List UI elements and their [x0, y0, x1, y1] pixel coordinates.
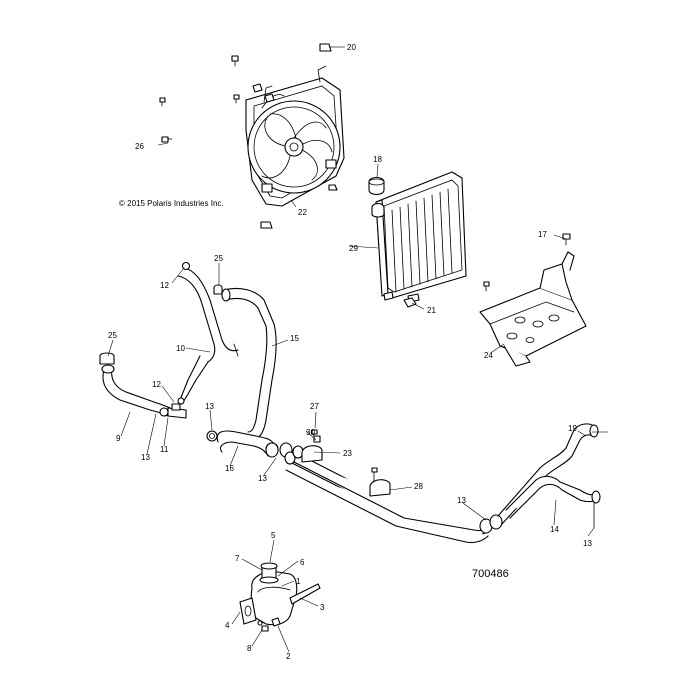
hose-10: [177, 267, 239, 405]
callout-13-center: 13: [258, 474, 267, 483]
callout-2: 2: [286, 652, 291, 661]
callout-numbers: 20 26 22 18 17 29 21 24 25 12 10 15 25 1…: [108, 43, 592, 661]
coolant-reservoir: [239, 562, 321, 632]
callout-13-mid: 13: [205, 402, 214, 411]
callout-29: 29: [349, 244, 358, 253]
radiator-cap: [368, 176, 385, 218]
callout-27: 27: [310, 402, 319, 411]
hose-9: [99, 352, 171, 417]
callout-5: 5: [271, 531, 276, 540]
callout-12-lower: 12: [152, 380, 161, 389]
radiator: [375, 171, 467, 303]
mounting-bracket: [479, 251, 587, 367]
callout-24: 24: [484, 351, 493, 360]
callout-26: 26: [135, 142, 144, 151]
callout-7: 7: [235, 554, 240, 563]
callout-13-right: 13: [457, 496, 466, 505]
callout-17: 17: [538, 230, 547, 239]
callout-16: 16: [225, 464, 234, 473]
callout-25-lower: 25: [108, 331, 117, 340]
hose-16: [206, 430, 279, 457]
tee-fitting-11: [159, 397, 187, 419]
callout-14: 14: [550, 525, 559, 534]
callout-8: 8: [247, 644, 252, 653]
callout-10: 10: [176, 344, 185, 353]
fan-shroud-assembly: [245, 65, 345, 207]
callout-28: 28: [414, 482, 423, 491]
callout-13-left: 13: [141, 453, 150, 462]
callout-23: 23: [343, 449, 352, 458]
hose-15: [221, 287, 277, 441]
callout-9: 9: [116, 434, 121, 443]
hose-14-19: [497, 423, 601, 529]
callout-20: 20: [347, 43, 356, 52]
callout-12-upper: 12: [160, 281, 169, 290]
shroud-fasteners: [159, 43, 338, 229]
callout-19: 19: [568, 424, 577, 433]
callout-25-upper: 25: [214, 254, 223, 263]
callout-21: 21: [427, 306, 436, 315]
clip-21: [403, 297, 417, 308]
callout-15: 15: [290, 334, 299, 343]
copyright-notice: © 2015 Polaris Industries Inc.: [119, 199, 224, 208]
clamp-lower-28: [369, 467, 391, 497]
callout-3: 3: [320, 603, 325, 612]
leader-lines: [107, 46, 608, 653]
callout-30: 30: [306, 428, 315, 437]
callout-11: 11: [160, 445, 169, 454]
bolt-17: [562, 233, 571, 246]
clamp-13-right: [479, 514, 503, 534]
clamp-25-upper: [213, 284, 223, 295]
callout-1: 1: [296, 577, 301, 586]
callout-4: 4: [225, 621, 230, 630]
callout-18: 18: [373, 155, 382, 164]
callout-6: 6: [300, 558, 305, 567]
figure-number: 700486: [472, 568, 509, 580]
callout-22: 22: [298, 208, 307, 217]
clamp-12-upper: [181, 261, 191, 271]
clamp-23: [301, 435, 323, 463]
callout-13-far-right: 13: [583, 539, 592, 548]
